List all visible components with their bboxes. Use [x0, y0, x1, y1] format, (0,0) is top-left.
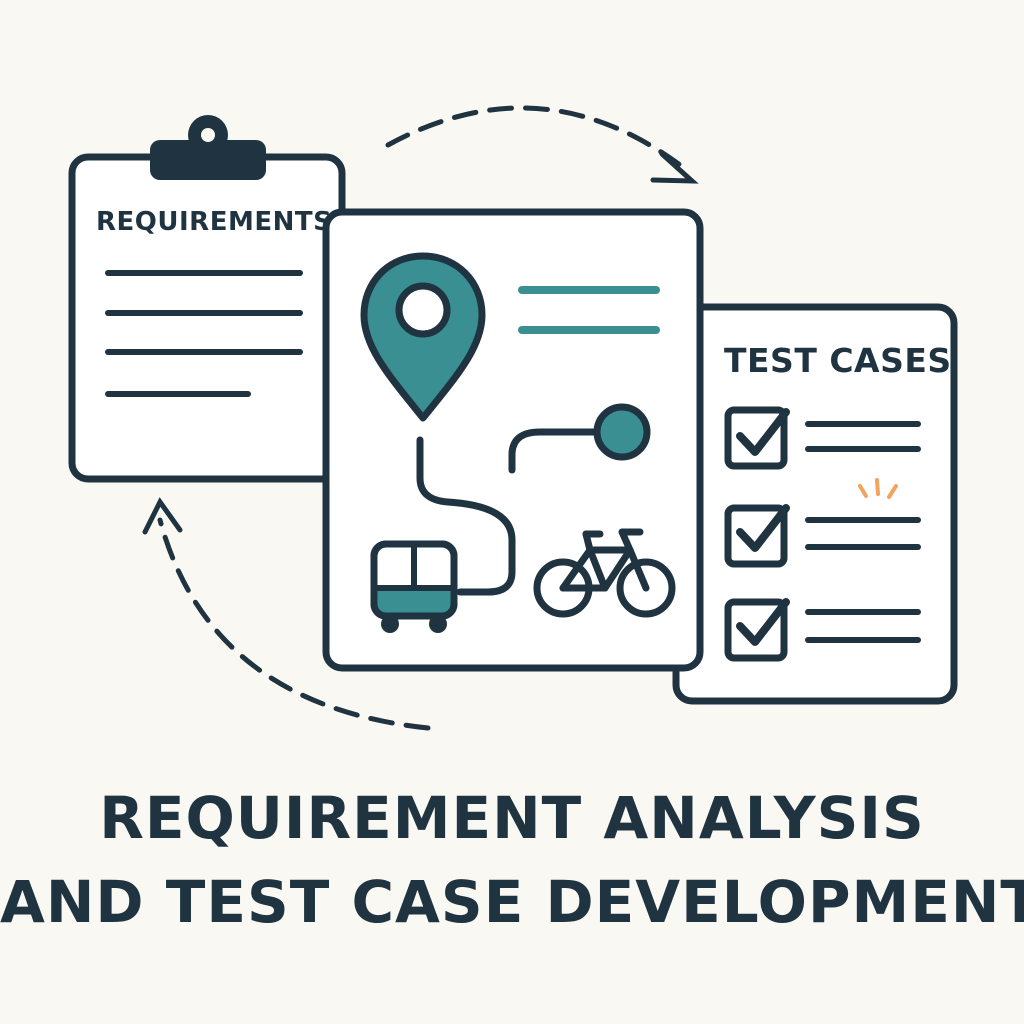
test-cases-card: TEST CASES — [672, 303, 958, 705]
requirements-card: REQUIREMENTS — [68, 115, 346, 483]
requirements-text-lines — [105, 270, 303, 397]
cycle-arrow-bottom-icon — [142, 497, 431, 731]
route-path — [416, 428, 604, 596]
requirements-card-title: REQUIREMENTS — [96, 207, 332, 237]
test-case-item — [724, 406, 921, 470]
checkbox-icon — [724, 598, 788, 662]
caption-line-1: REQUIREMENT ANALYSIS — [99, 784, 925, 852]
bus-icon — [370, 540, 458, 633]
clipboard-icon — [150, 115, 266, 180]
route-card — [322, 208, 704, 672]
test-case-item — [724, 598, 921, 662]
test-case-item — [724, 504, 921, 568]
route-description-lines — [518, 286, 660, 334]
location-pin-icon — [360, 252, 486, 422]
cycle-arrow-top-icon — [385, 105, 699, 184]
checkbox-icon — [724, 406, 788, 470]
caption-line-2: AND TEST CASE DEVELOPMENT — [0, 868, 1024, 936]
bicycle-icon — [533, 528, 676, 618]
route-destination-dot — [593, 403, 651, 461]
checkbox-icon — [724, 504, 788, 568]
sparkle-icon — [858, 478, 898, 499]
test-cases-card-title: TEST CASES — [724, 341, 952, 380]
illustration-caption: REQUIREMENT ANALYSIS AND TEST CASE DEVEL… — [0, 776, 1024, 944]
